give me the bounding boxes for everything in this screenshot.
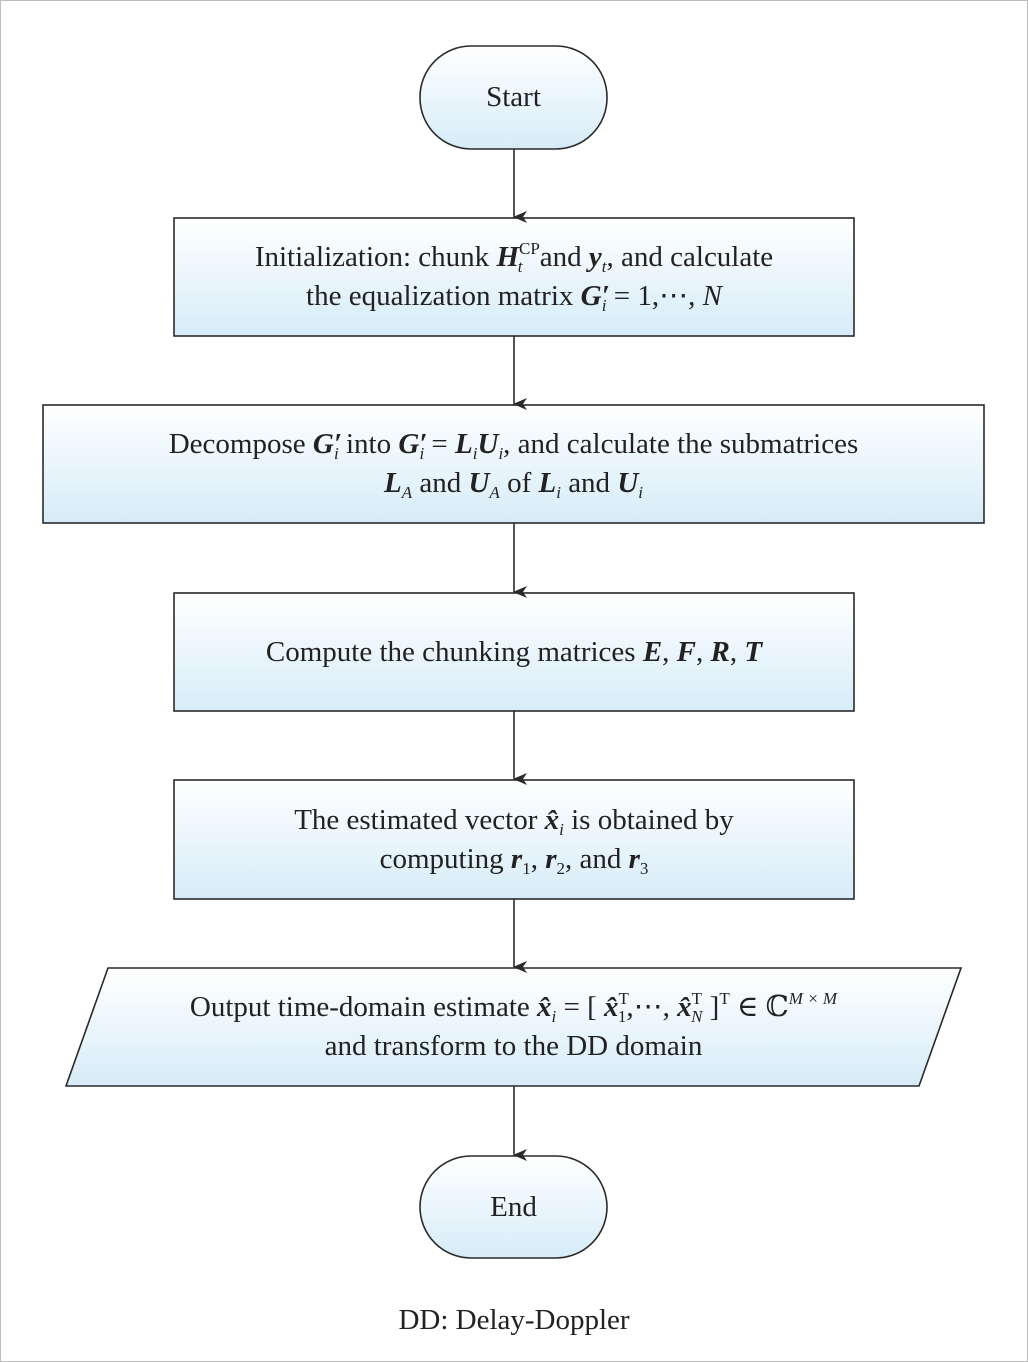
start-text: Start <box>486 81 541 113</box>
init-process-box <box>173 217 855 337</box>
chunking-node-label: Compute the chunking matrices E, F, R, T <box>174 593 854 711</box>
math-H: H <box>496 241 519 273</box>
estimate-line-2: computing r1, r2, and r3 <box>379 842 649 878</box>
output-line-2: and transform to the DD domain <box>324 1030 703 1062</box>
end-text: End <box>490 1190 537 1223</box>
chunking-line-1: Compute the chunking matrices E, F, R, T <box>265 635 763 668</box>
output-data-parallelogram <box>64 967 963 1087</box>
figure-caption: DD: Delay-Doppler <box>398 1304 630 1336</box>
end-node-label: End <box>420 1156 607 1258</box>
chunking-process-box <box>173 592 855 712</box>
init-line-1: Initialization: chunk HCPt and yt, and c… <box>254 239 774 276</box>
decompose-line-2: LA and UA of Li and Ui <box>383 467 643 502</box>
estimate-line-1: The estimated vector x̂i is obtained by <box>294 803 734 839</box>
estimate-process-box <box>173 779 855 900</box>
output-line-1: Output time-domain estimate x̂i = [ x̂T1… <box>189 989 838 1026</box>
math-y: y <box>588 241 602 273</box>
math-G: G <box>580 280 602 312</box>
output-node-label: Output time-domain estimate x̂i = [ x̂T1… <box>66 968 961 1086</box>
init-line-2: the equalization matrix G′i = 1,⋯, N <box>306 280 722 315</box>
decompose-node-label: Decompose G′i into G′i = LiUi, and calcu… <box>43 405 984 523</box>
decompose-line-1: Decompose G′i into G′i = LiUi, and calcu… <box>168 428 859 463</box>
estimate-node-label: The estimated vector x̂i is obtained by … <box>174 780 854 899</box>
start-node-label: Start <box>420 46 607 149</box>
init-node-label: Initialization: chunk HCPt and yt, and c… <box>174 218 854 336</box>
